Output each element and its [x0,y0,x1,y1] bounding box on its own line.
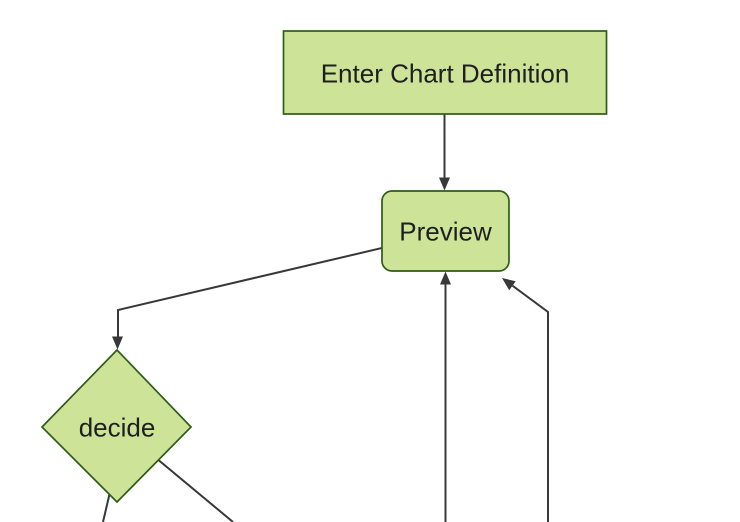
node-diamond-shape [40,348,193,504]
edge-decide-offscreen-left [102,491,111,522]
node-label: decide [79,413,156,443]
node-rect [282,30,608,115]
arrowhead [502,278,516,291]
node-rect [381,190,510,272]
edge-offscreen-to-preview-center [440,271,451,522]
node-preview: Preview [381,190,510,272]
node-enter-chart-definition: Enter Chart Definition [282,30,608,115]
edge-preview-to-decide [112,247,383,350]
edge-offscreen-to-preview-corner [502,278,549,522]
edge-decide-offscreen-right [155,457,234,522]
arrowhead [112,336,123,350]
node-decide: decide [40,348,193,504]
edge-enter-to-preview [439,114,450,191]
edge-line [155,457,234,522]
arrowhead [439,177,450,191]
node-label: Preview [399,217,492,247]
arrowhead [440,271,451,285]
edge-line [117,247,383,338]
edge-line [511,284,549,522]
node-label: Enter Chart Definition [321,59,570,89]
edge-line [102,491,111,522]
